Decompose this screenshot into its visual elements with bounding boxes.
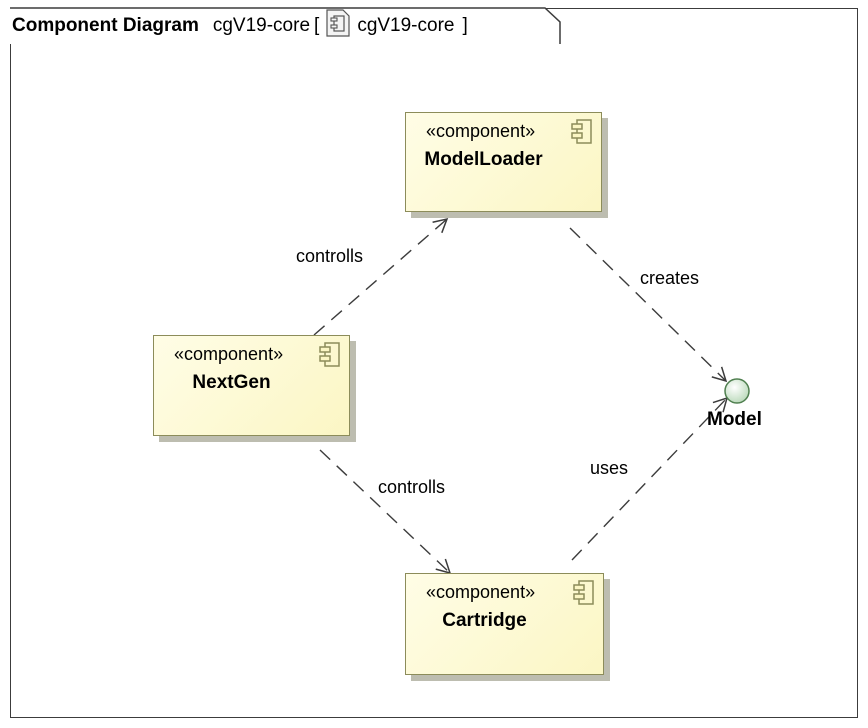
package-name: cgV19-core	[357, 15, 455, 36]
component-modelloader[interactable]: «component» ModelLoader	[405, 112, 608, 218]
component-name: ModelLoader	[424, 149, 543, 170]
component-icon	[319, 342, 340, 367]
component-stereotype: «component»	[426, 121, 536, 141]
component-package-icon	[326, 9, 350, 37]
dependency-modelloader-model[interactable]	[569, 227, 728, 383]
bracket-open: [	[314, 15, 320, 36]
component-body: «component» ModelLoader	[405, 112, 602, 212]
bracket-close: ]	[462, 15, 468, 36]
dependency-nextgen-modelloader[interactable]	[313, 217, 449, 336]
component-icon	[573, 580, 594, 605]
component-body: «component» NextGen	[153, 335, 350, 436]
diagram-header-tab	[10, 7, 561, 44]
component-body: «component» Cartridge	[405, 573, 604, 675]
component-nextgen[interactable]: «component» NextGen	[153, 335, 356, 442]
component-icon	[571, 119, 592, 144]
component-stereotype: «component»	[426, 582, 536, 602]
interface-label-model: Model	[707, 409, 762, 430]
component-name: Cartridge	[442, 610, 527, 631]
component-cartridge[interactable]: «component» Cartridge	[405, 573, 610, 681]
relation-label-creates: creates	[640, 268, 700, 288]
diagram-kind: Component Diagram	[12, 15, 199, 36]
diagram-name: cgV19-core	[212, 15, 311, 36]
model-interface-circle[interactable]	[724, 378, 750, 404]
relation-label-uses: uses	[590, 458, 629, 478]
component-stereotype: «component»	[174, 344, 284, 364]
dependency-nextgen-cartridge[interactable]	[319, 449, 452, 575]
relation-label-controlls-bottom: controlls	[378, 477, 446, 497]
component-name: NextGen	[192, 372, 271, 393]
dependency-cartridge-model[interactable]	[571, 396, 729, 561]
relation-label-controlls-top: controlls	[296, 246, 364, 266]
